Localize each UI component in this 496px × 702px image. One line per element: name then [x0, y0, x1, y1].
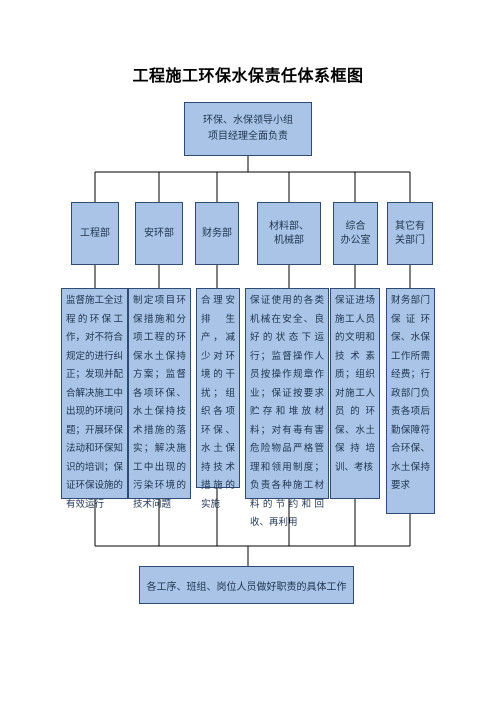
dept-box-other-departments: 其它有 关部门 [387, 202, 433, 265]
dept-box-general-office: 综合 办公室 [333, 202, 378, 265]
duty-box-materials-machinery: 保证使用的各类机械在安全、良好的状态下运行；监督操作人员按操作规章作业；保证按要… [245, 288, 329, 528]
diagram-title: 工程施工环保水保责任体系框图 [132, 66, 364, 85]
dept-box-finance: 财务部 [195, 202, 239, 265]
duty-box-other-departments: 财务部门保证环保、水保工作所需经费；行政部门负责各项后勤保障符合环保、水土保持要… [386, 288, 435, 514]
leadership-group-box: 环保、水保领导小组 项目经理全面负责 [184, 102, 312, 156]
dept-box-materials-machinery: 材料部、 机械部 [257, 202, 321, 265]
duty-box-engineering: 监督施工全过程的环保工作，对不符合规定的进行纠正；发现并配合解决施工中出现的环境… [61, 288, 128, 510]
duty-box-finance: 合理安排生产，减少对环境的干扰；组织各项环保、水土保持技术措施的实施 [196, 288, 240, 510]
duty-box-safety-environment: 制定项目环保措施和分项工程的环保水土保持方案；监督各项环保、水土保持技术措施的落… [128, 288, 191, 510]
staff-responsibility-box: 各工序、班组、岗位人员做好职责的具体工作 [139, 566, 354, 604]
dept-box-safety-environment: 安环部 [135, 202, 183, 265]
duty-box-general-office: 保证进场施工人员的文明和技术素质；组织对施工人员的环保、水土保持培训、考核 [330, 288, 380, 499]
dept-box-engineering: 工程部 [71, 202, 119, 265]
